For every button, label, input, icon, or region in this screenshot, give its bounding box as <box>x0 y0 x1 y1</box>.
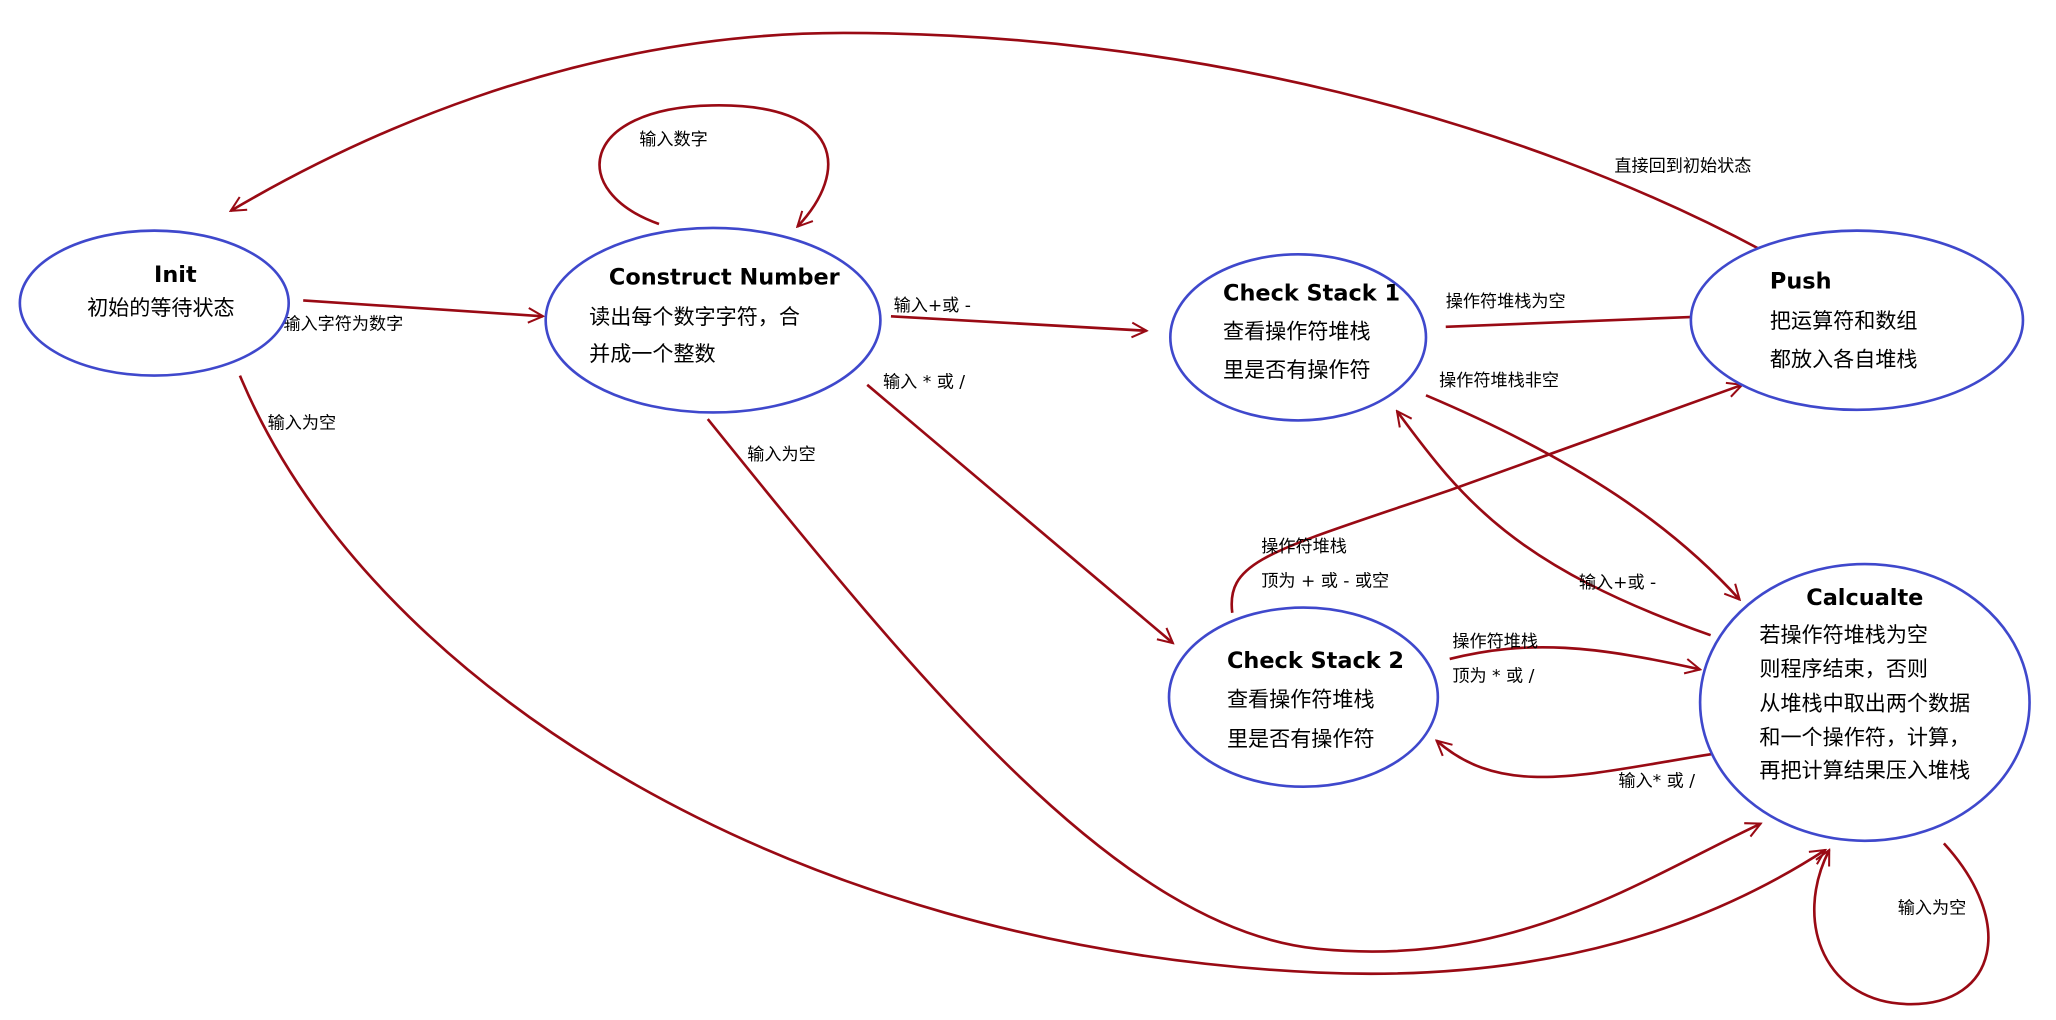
label-check2-to-calc-1: 操作符堆栈 <box>1452 632 1538 652</box>
label-push-to-init: 直接回到初始状态 <box>1614 156 1751 176</box>
node-push: Push 把运算符和数组 都放入各自堆栈 <box>1689 229 2025 412</box>
node-calc-line: 则程序结束，否则 <box>1759 656 1928 681</box>
node-calc-line: 再把计算结果压入堆栈 <box>1759 758 1970 783</box>
node-calc-line: 和一个操作符，计算， <box>1759 725 1970 750</box>
node-calculate: Calcualte 若操作符堆栈为空 则程序结束，否则 从堆栈中取出两个数据 和… <box>1698 562 2031 843</box>
node-check1-ellipse <box>1169 253 1428 422</box>
label-init-to-calc: 输入为空 <box>268 413 337 433</box>
edge-init-to-calc <box>238 375 1825 976</box>
edge-check1-to-push <box>1445 316 1710 329</box>
node-calc-line: 从堆栈中取出两个数据 <box>1759 690 1970 715</box>
node-construct-line: 读出每个数字字符，合 <box>589 304 800 329</box>
edge-construct-self-loop <box>598 104 830 226</box>
node-push-title: Push <box>1770 269 1832 295</box>
label-check1-to-calc: 操作符堆栈非空 <box>1439 371 1559 391</box>
node-push-line: 都放入各自堆栈 <box>1770 346 1918 371</box>
label-construct-to-check2: 输入 * 或 / <box>883 372 965 392</box>
label-init-to-construct: 输入字符为数字 <box>283 314 403 334</box>
edge-construct-to-check2 <box>866 383 1173 643</box>
edge-calc-to-check2 <box>1437 741 1714 779</box>
edge-check2-to-push <box>1230 385 1743 613</box>
label-construct-self: 输入数字 <box>639 130 707 150</box>
node-calc-ellipse <box>1698 562 2031 843</box>
label-check2-to-push-2: 顶为 + 或 - 或空 <box>1261 571 1389 591</box>
node-push-line: 把运算符和数组 <box>1770 308 1918 333</box>
edge-calc-self-loop <box>1813 842 1990 1006</box>
label-construct-to-check1: 输入+或 - <box>894 296 971 316</box>
label-check2-to-push-1: 操作符堆栈 <box>1261 537 1347 557</box>
edge-check2-to-calc <box>1449 645 1700 669</box>
label-calc-to-check2: 输入* 或 / <box>1618 772 1695 792</box>
node-calc-line: 若操作符堆栈为空 <box>1759 622 1928 647</box>
node-init-ellipse <box>18 229 291 377</box>
node-check2-title: Check Stack 2 <box>1227 648 1404 674</box>
label-construct-to-calc: 输入为空 <box>747 445 816 465</box>
node-check2-line: 查看操作符堆栈 <box>1227 686 1375 711</box>
node-construct-line: 并成一个整数 <box>589 341 715 366</box>
node-check-stack-1: Check Stack 1 查看操作符堆栈 里是否有操作符 <box>1169 253 1428 422</box>
edge-check1-to-calc <box>1425 394 1740 599</box>
node-construct-ellipse <box>544 226 882 414</box>
label-calc-to-check1: 输入+或 - <box>1579 573 1656 593</box>
edge-construct-to-check1 <box>890 314 1147 330</box>
edge-init-to-construct <box>303 299 543 316</box>
edge-calc-to-check1 <box>1397 411 1712 637</box>
node-construct-title: Construct Number <box>609 265 840 291</box>
node-init-title: Init <box>154 262 197 288</box>
node-push-ellipse <box>1689 229 2025 412</box>
node-init-line: 初始的等待状态 <box>87 295 235 320</box>
node-construct-number: Construct Number 读出每个数字字符，合 并成一个整数 <box>544 226 882 414</box>
edge-push-to-init <box>231 31 1763 252</box>
node-check-stack-2: Check Stack 2 查看操作符堆栈 里是否有操作符 <box>1167 606 1440 789</box>
node-check1-line: 里是否有操作符 <box>1223 357 1371 382</box>
label-calc-self: 输入为空 <box>1898 898 1966 918</box>
node-check1-line: 查看操作符堆栈 <box>1223 319 1371 344</box>
node-calc-title: Calcualte <box>1806 585 1923 611</box>
node-init: Init 初始的等待状态 <box>18 229 291 377</box>
label-check1-to-push: 操作符堆栈为空 <box>1446 292 1566 312</box>
node-check2-ellipse <box>1167 606 1440 789</box>
node-check2-line: 里是否有操作符 <box>1227 726 1375 751</box>
node-check1-title: Check Stack 1 <box>1223 280 1400 306</box>
edge-construct-to-calc <box>706 418 1761 953</box>
label-check2-to-calc-2: 顶为 * 或 / <box>1452 666 1534 686</box>
